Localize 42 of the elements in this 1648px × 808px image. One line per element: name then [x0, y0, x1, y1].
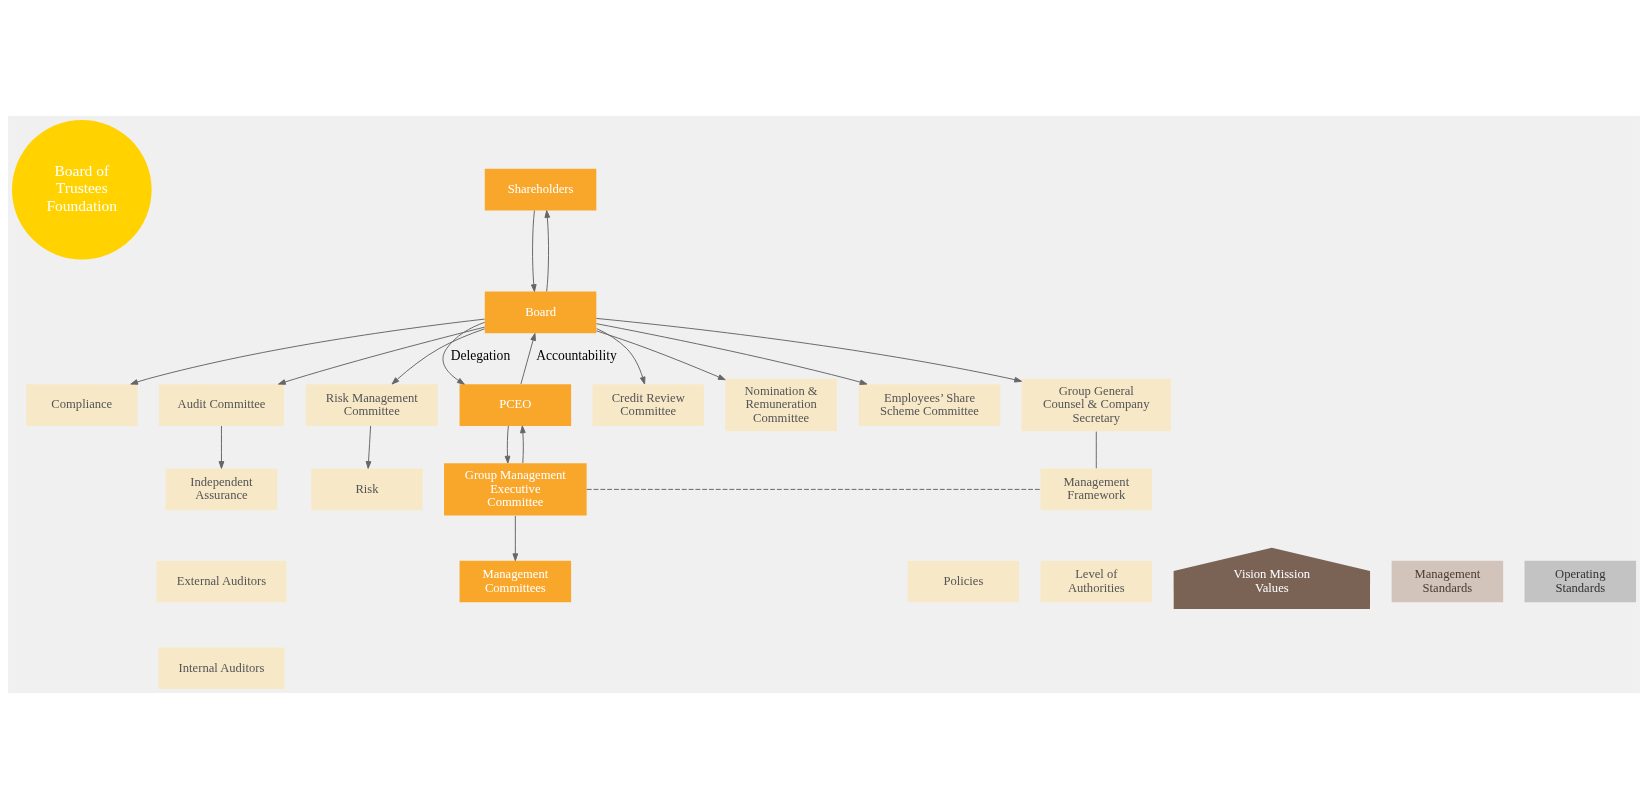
arrow	[595, 317, 1022, 382]
node-box: Policies	[907, 560, 1020, 602]
node-box: Nomination & Remuneration Committee	[725, 378, 837, 431]
node-box: Group General Counsel & Company Secretary	[1021, 378, 1171, 431]
node-box: Employees’ Share Scheme Committee	[858, 383, 1001, 426]
node-box: Risk Management Committee	[305, 383, 438, 426]
edge-label: Delegation	[450, 347, 511, 363]
arrow	[596, 327, 646, 384]
node-box: Risk	[311, 468, 423, 510]
connector	[1095, 430, 1097, 469]
arrow	[544, 209, 551, 292]
arrow	[530, 209, 537, 292]
node-box: Management Standards	[1391, 560, 1504, 602]
arrow	[520, 332, 536, 384]
arrow	[504, 424, 511, 463]
node-box: Management Committees	[459, 560, 572, 602]
edge-label: Accountability	[536, 347, 617, 363]
node-box: Audit Committee	[158, 383, 284, 426]
arrow	[595, 322, 868, 385]
connector	[586, 488, 1041, 490]
node-box: Operating Standards	[1524, 560, 1637, 602]
arrow	[520, 424, 526, 463]
node-box: Compliance	[26, 383, 138, 426]
node-box: Credit Review Committee	[592, 383, 704, 426]
node-box: External Auditors	[156, 560, 287, 602]
node-box: Independent Assurance	[165, 468, 278, 510]
arrow	[391, 327, 486, 385]
arrow	[442, 321, 486, 385]
node-box: PCEO	[459, 383, 572, 426]
node-box: Management Framework	[1040, 468, 1153, 510]
arrow	[278, 326, 486, 385]
arrow	[218, 424, 225, 469]
node-box: Shareholders	[484, 168, 597, 211]
node-box: Group Management Executive Committee	[444, 462, 587, 516]
node-box: Internal Auditors	[158, 646, 285, 689]
node-circle: Board of Trustees Foundation	[11, 119, 152, 260]
node-box: Level of Authorities	[1040, 560, 1153, 602]
arrow	[595, 329, 726, 380]
arrow	[130, 318, 485, 385]
node-box: Board	[484, 291, 597, 333]
arrow	[512, 515, 519, 561]
arrow	[365, 424, 372, 469]
